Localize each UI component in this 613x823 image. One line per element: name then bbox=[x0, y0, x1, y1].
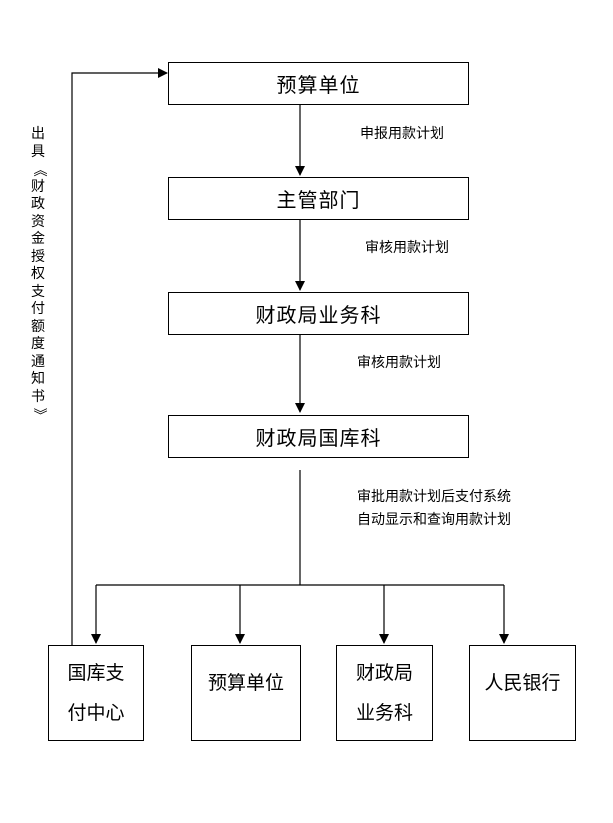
node-competent-dept-label: 主管部门 bbox=[276, 188, 361, 212]
feedback-label: 出具《财政资金授权支付额度通知书》 bbox=[30, 126, 47, 424]
feedback-arrow bbox=[71, 68, 168, 645]
output-finance-business: 财政局 业务科 bbox=[336, 645, 433, 741]
output-finance-business-line1: 财政局 bbox=[355, 662, 413, 684]
node-budget-unit-label: 预算单位 bbox=[276, 73, 361, 97]
edge-label-approve-2: 自动显示和查询用款计划 bbox=[357, 512, 511, 528]
output-budget-unit: 预算单位 bbox=[191, 645, 301, 741]
output-budget-unit-label: 预算单位 bbox=[207, 672, 284, 694]
node-finance-business: 财政局业务科 bbox=[168, 292, 469, 335]
output-treasury-center: 国库支 付中心 bbox=[48, 645, 144, 741]
output-peoples-bank-label: 人民银行 bbox=[484, 672, 561, 694]
edge-label-approve-1: 审批用款计划后支付系统 bbox=[357, 489, 511, 505]
output-treasury-center-line1: 国库支 bbox=[67, 662, 125, 684]
node-budget-unit: 预算单位 bbox=[168, 62, 469, 105]
node-finance-treasury-label: 财政局国库科 bbox=[255, 426, 382, 450]
output-peoples-bank: 人民银行 bbox=[469, 645, 576, 741]
feedback-label-text: 出具《财政资金授权支付额度通知书》 bbox=[30, 126, 47, 422]
node-competent-dept: 主管部门 bbox=[168, 177, 469, 220]
node-finance-business-label: 财政局业务科 bbox=[255, 303, 382, 327]
edge-label-report: 申报用款计划 bbox=[360, 126, 444, 142]
edge-label-review1: 审核用款计划 bbox=[365, 240, 449, 256]
node-finance-treasury: 财政局国库科 bbox=[168, 415, 469, 458]
edge-label-review2: 审核用款计划 bbox=[357, 355, 441, 371]
output-treasury-center-line2: 付中心 bbox=[67, 702, 125, 724]
output-finance-business-line2: 业务科 bbox=[355, 702, 413, 724]
